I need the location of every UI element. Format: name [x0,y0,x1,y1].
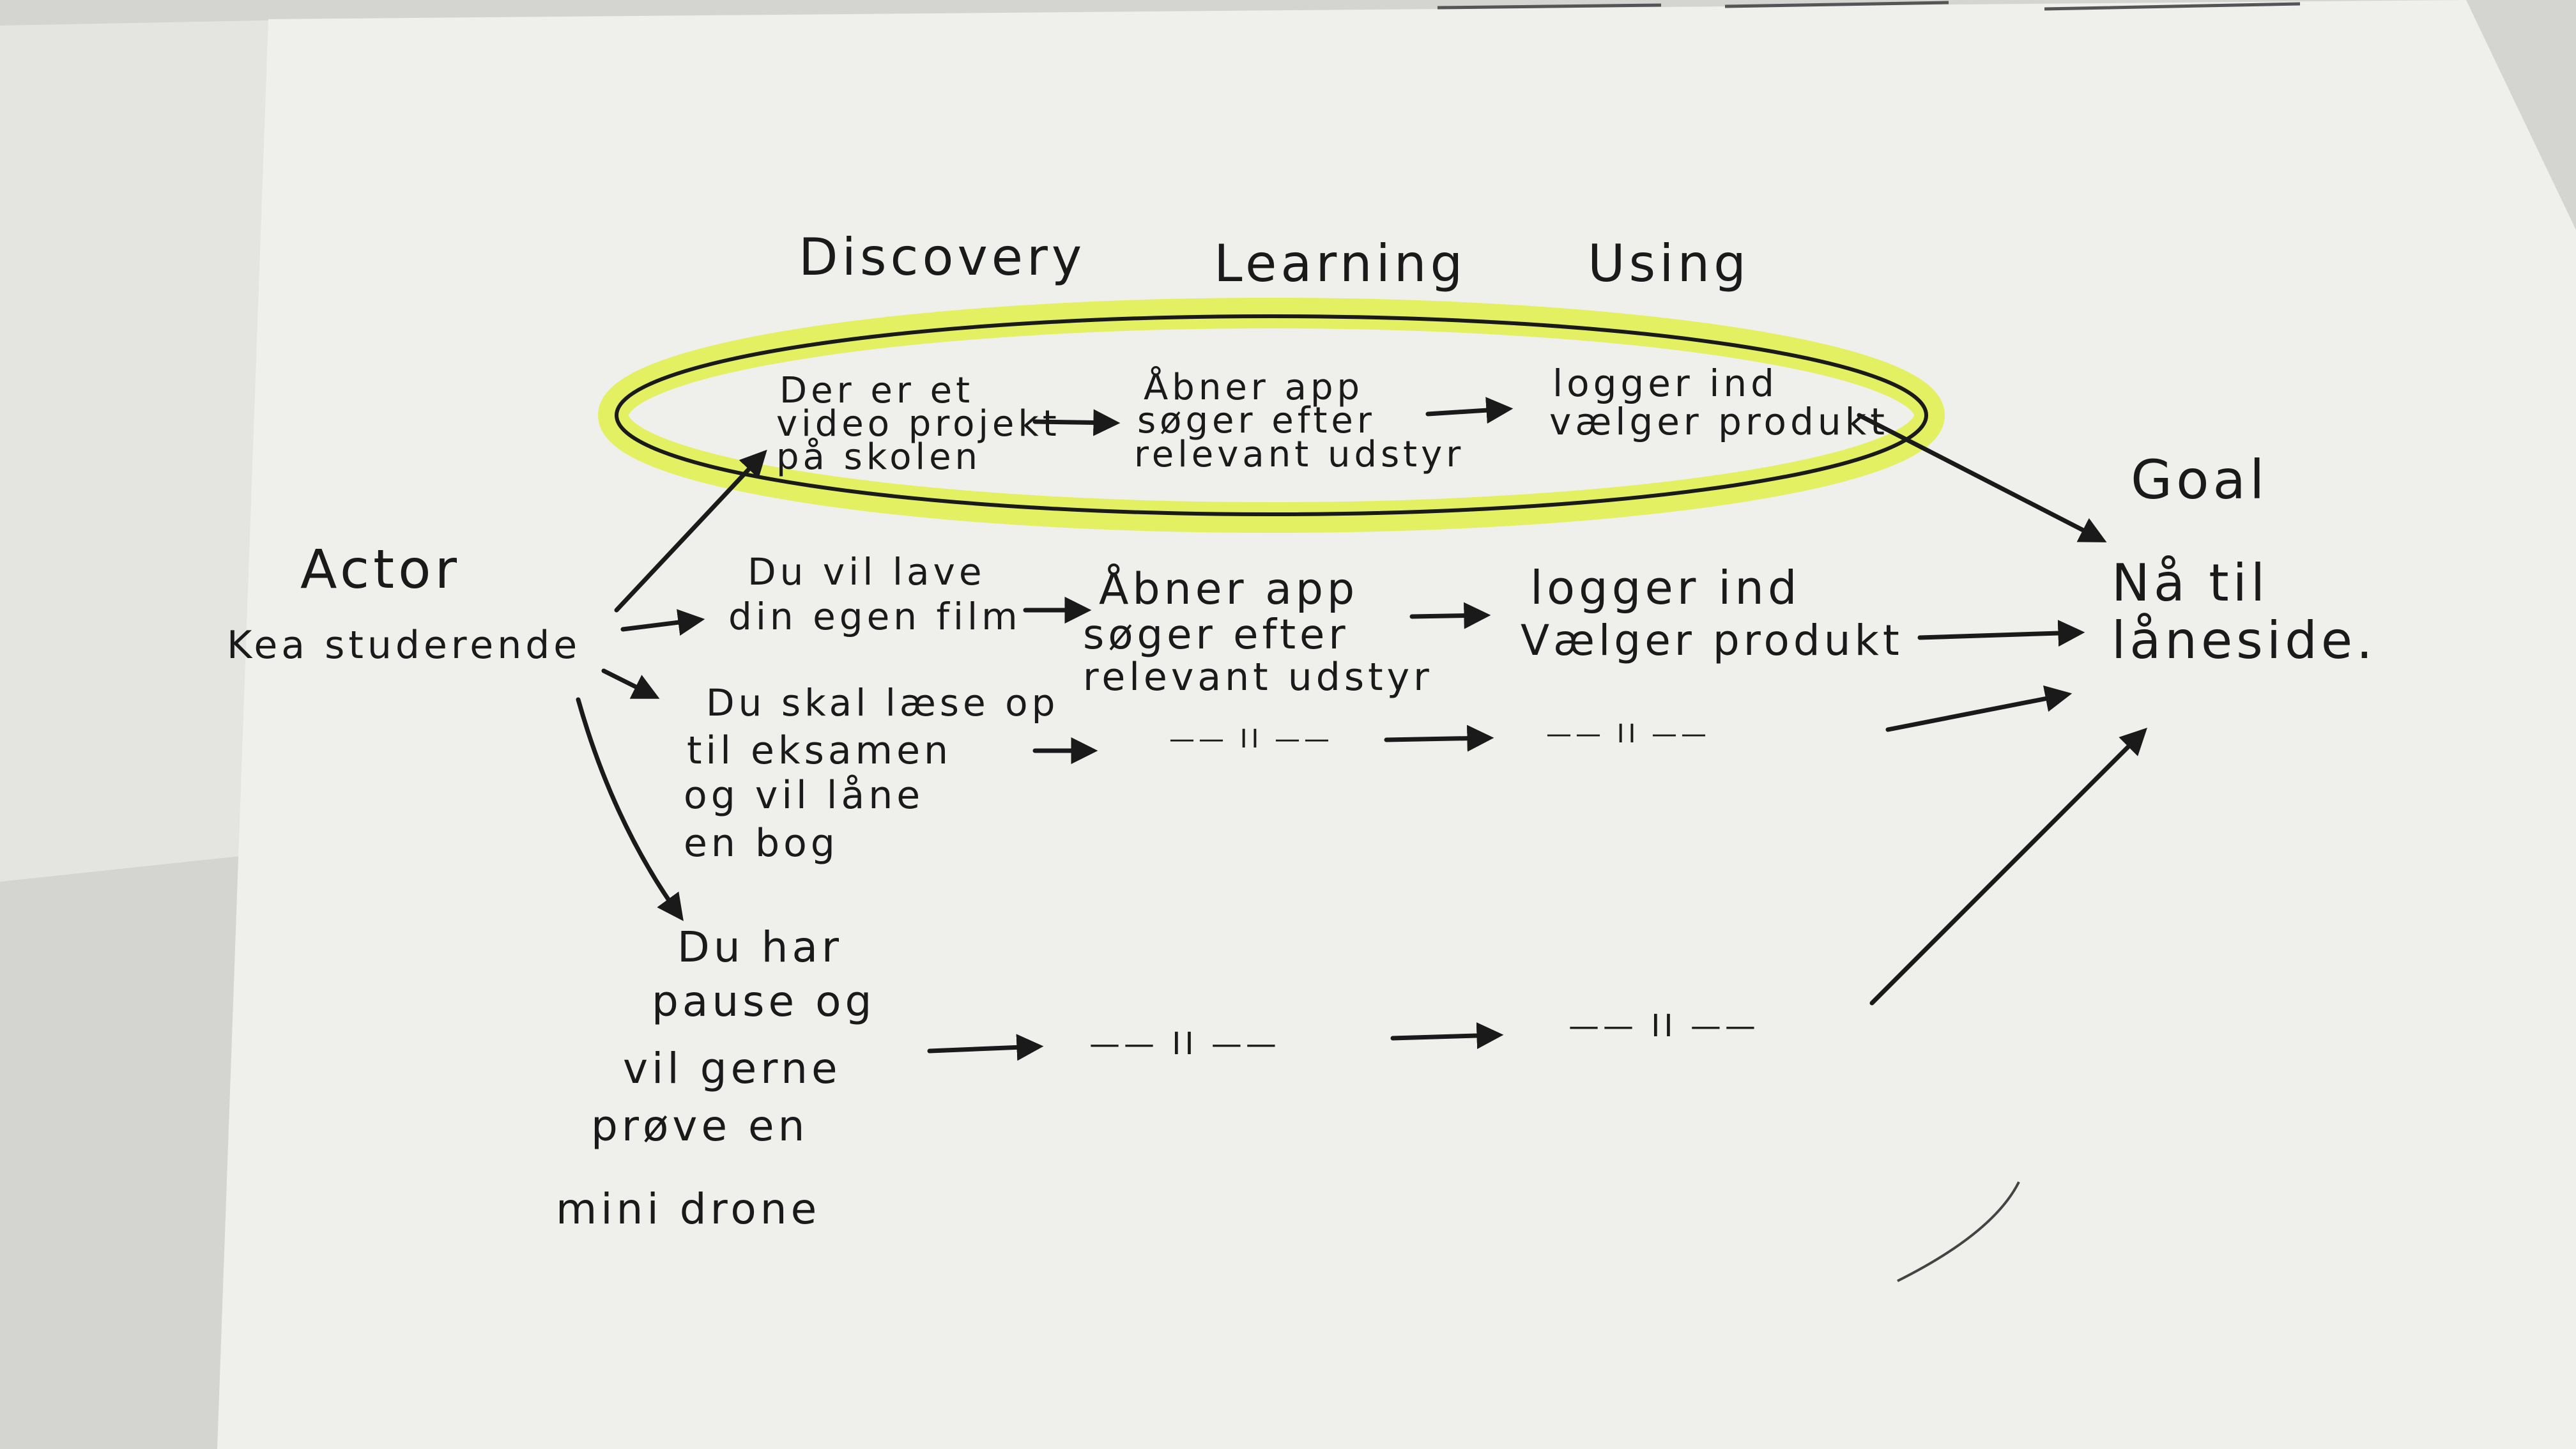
actor-to-drone-arrow [576,697,684,921]
scenario-exam: Du skal læse op til eksamen og vil låne … [684,681,2073,866]
film-using-line-2: Vælger produkt [1521,616,1903,665]
film-arrow-goal [1917,620,2085,647]
goal: Goal Nå til låneside. [2112,448,2377,670]
film-learning-line-2: søger efter [1083,611,1349,659]
hl-learning-line-3: relevant udstyr [1134,434,1464,475]
hl-arrow-2 [1425,397,1514,424]
exam-arrow-goal [1885,685,2073,732]
exam-discovery-line-3: og vil låne [684,773,924,818]
actor-to-film-arrow [620,609,705,636]
drone-discovery-line-4: prøve en [591,1101,809,1151]
highlighter-band [598,298,1945,533]
actor-to-highlighted-arrow [614,449,767,613]
film-using-line-1: logger ind [1530,561,1801,615]
highlight-outline [615,314,1928,516]
actor-to-exam-arrow [601,668,660,699]
stage-discovery-label: Discovery [799,227,1085,287]
main-sheet [217,0,2576,1449]
exam-discovery-line-4: en bog [684,821,839,866]
stage-using-label: Using [1588,234,1750,293]
film-discovery-line-1: Du vil lave [747,550,986,594]
drone-discovery-line-5: mini drone [556,1184,820,1234]
scenario-drone: Du har pause og vil gerne prøve en mini … [556,728,2147,1234]
hl-learning-line-2: søger efter [1137,400,1376,441]
hl-learning-line-1: Åbner app [1144,366,1363,408]
drone-learning-ditto: —— II —— [1089,1026,1280,1062]
drone-arrow-1 [927,1034,1044,1061]
stage-learning-label: Learning [1214,234,1466,293]
exam-discovery-line-2: til eksamen [687,728,952,773]
drone-arrow-2 [1390,1022,1504,1050]
goal-heading: Goal [2131,448,2268,511]
film-learning-line-3: relevant udstyr [1083,655,1433,700]
hl-discovery-line-3: på skolen [776,436,981,478]
actor-heading: Actor [300,538,461,601]
film-learning-line-1: Åbner app [1099,563,1358,615]
exam-discovery-line-1: Du skal læse op [706,681,1059,724]
highlighted-scenario: Der er et video projekt på skolen Åbner … [598,298,1945,533]
hl-discovery-line-2: video projekt [776,403,1061,445]
actor-arrows [576,449,767,921]
drone-discovery-line-1: Du har [677,923,843,972]
actor-name: Kea studerende [227,623,581,668]
drone-discovery-line-3: vil gerne [623,1044,841,1093]
highlighted-arrow-goal [1857,413,2107,542]
drone-using-ditto: —— II —— [1568,1008,1759,1044]
film-arrow-2 [1409,602,1491,629]
goal-line-1: Nå til [2112,553,2269,613]
exam-learning-ditto: —— II —— [1169,724,1333,754]
drone-discovery-line-2: pause og [652,977,875,1026]
drone-arrow-goal [1869,728,2147,1006]
film-discovery-line-2: din egen film [728,595,1022,638]
top-edge-scribbles [1437,1,2301,11]
exam-arrow-2 [1384,724,1494,752]
goal-line-2: låneside. [2112,611,2377,670]
stage-headings: Discovery Learning Using [799,227,1750,293]
actor: Actor Kea studerende [227,538,581,668]
hl-using-line-1: logger ind [1552,362,1778,405]
scenario-film: Du vil lave din egen film Åbner app søge… [728,550,2085,700]
hl-using-line-2: vælger produkt [1549,400,1889,443]
exam-using-ditto: —— II —— [1546,719,1710,749]
hl-discovery-line-1: Der er et [779,370,974,411]
hl-arrow-1 [1032,409,1121,436]
pencil-stroke [1897,1181,2020,1282]
